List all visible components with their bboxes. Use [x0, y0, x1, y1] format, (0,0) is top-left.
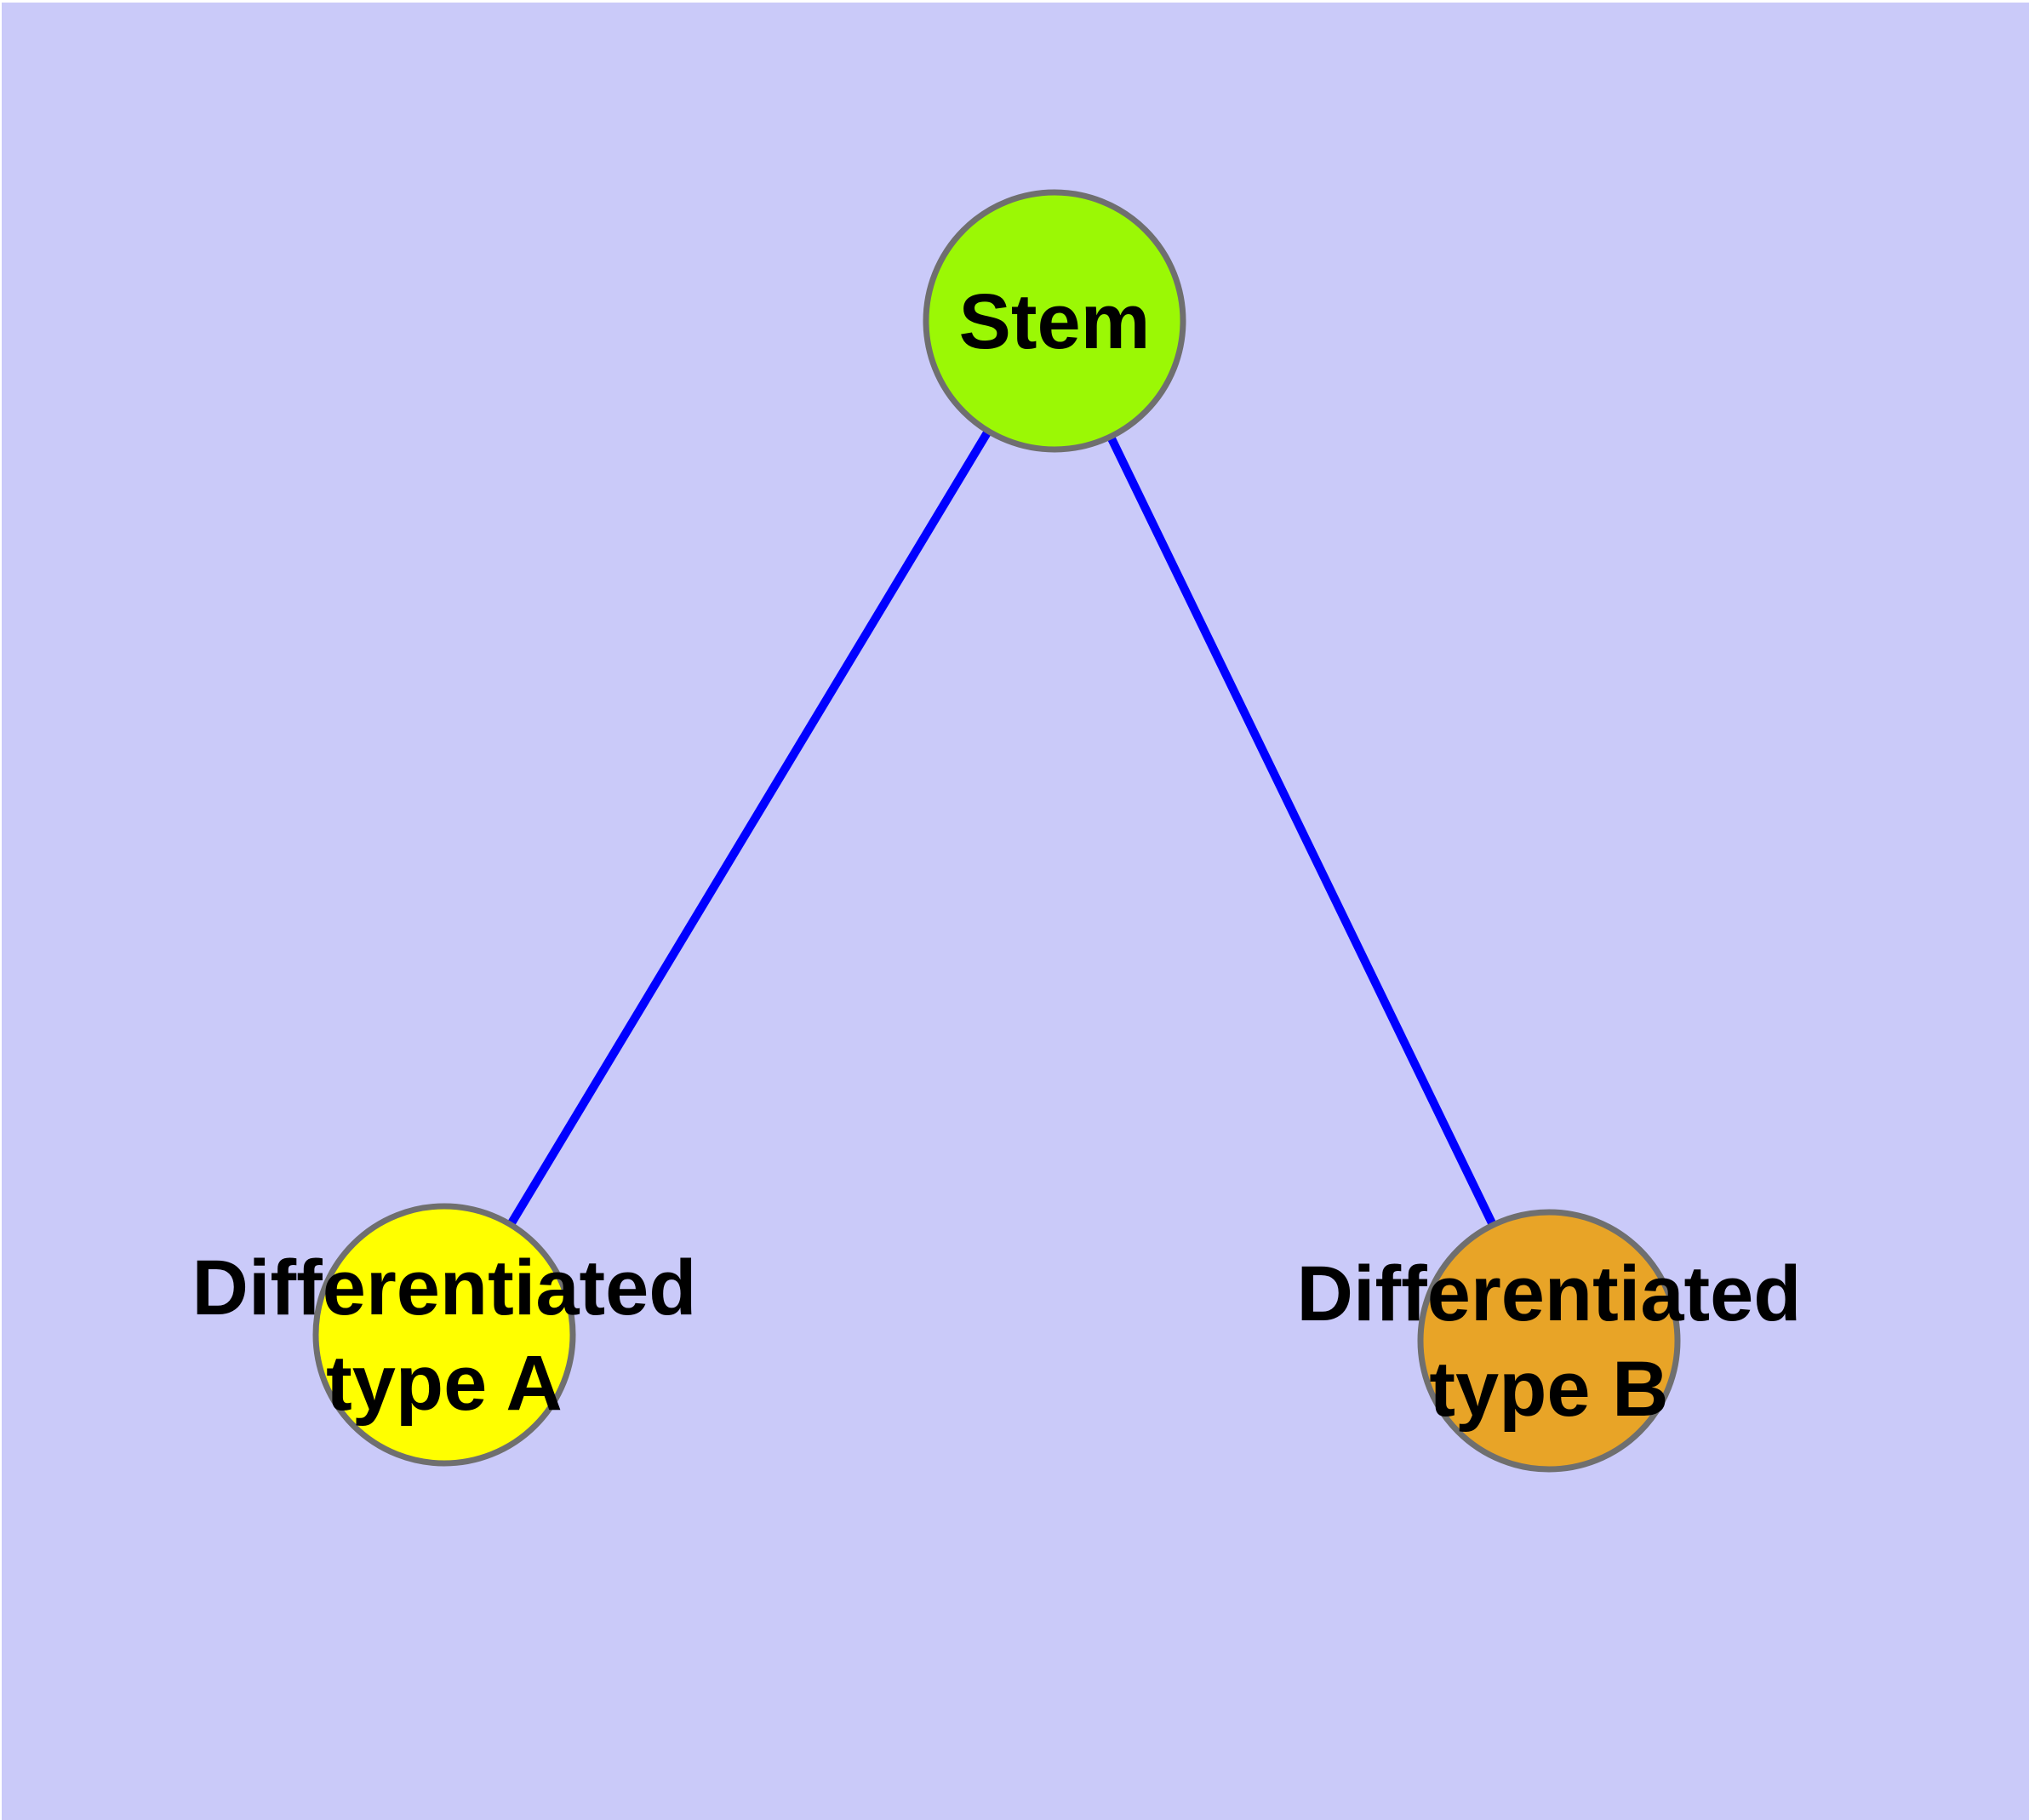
node-label-line: Stem [959, 278, 1151, 365]
node-label-line: Differentiated [1297, 1251, 1802, 1337]
node-label-stem: Stem [959, 278, 1151, 365]
node-label-line: type A [326, 1340, 563, 1427]
node-label-line: Differentiated [192, 1245, 697, 1331]
node-label-diff-a: Differentiated type A [192, 1245, 697, 1427]
node-label-diff-b: Differentiated type B [1297, 1251, 1802, 1433]
edge-stem-diff-a [440, 318, 1059, 1337]
node-circle-stem [923, 189, 1186, 453]
edge-stem-diff-b [1050, 318, 1553, 1343]
node-circle-diff-a [312, 1203, 576, 1467]
node-circle-diff-b [1417, 1209, 1681, 1473]
node-label-line: type B [1429, 1346, 1668, 1433]
